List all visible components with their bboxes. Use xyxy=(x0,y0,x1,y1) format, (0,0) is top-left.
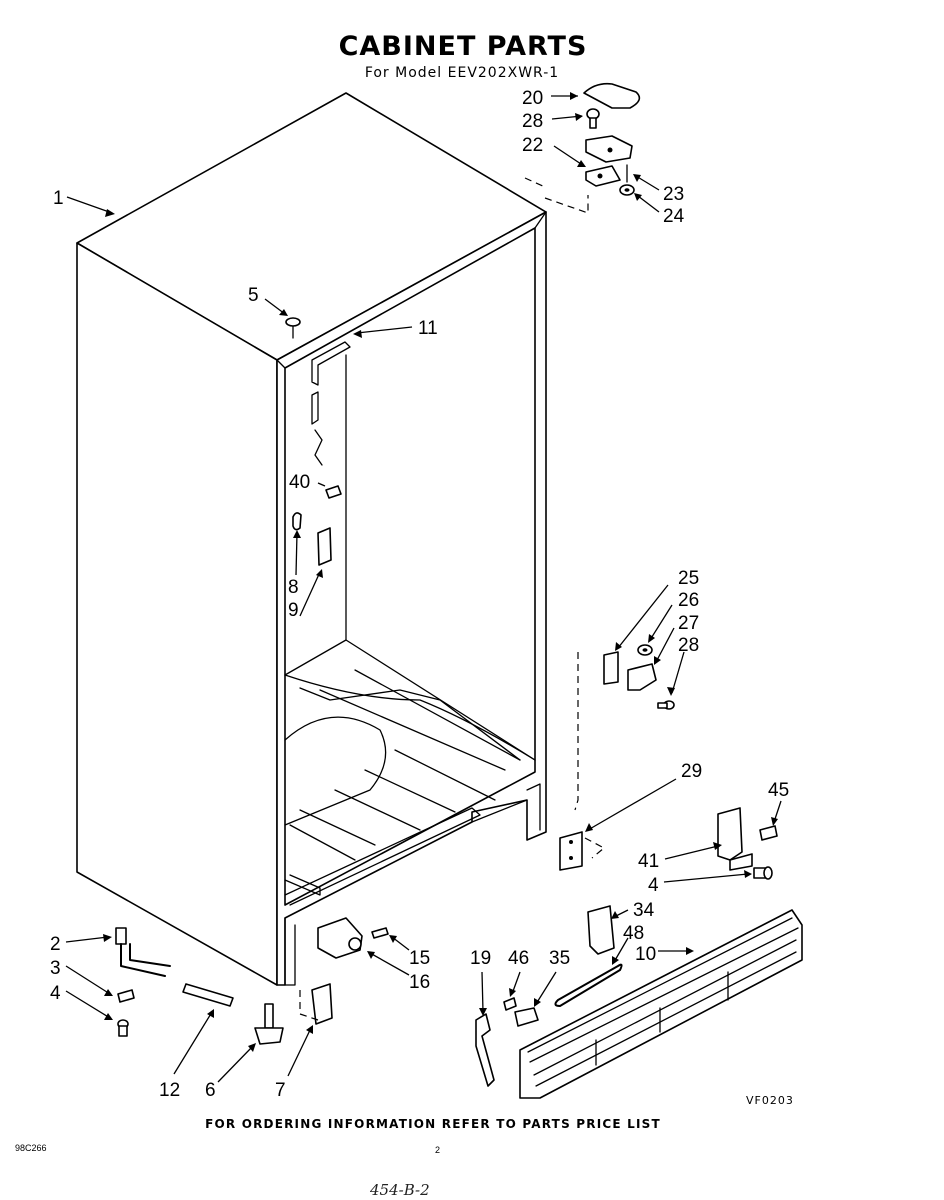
part-9-bracket xyxy=(317,527,332,566)
part-40-screw xyxy=(325,485,342,499)
part-28-lower-screw xyxy=(657,700,675,710)
part-28-screw xyxy=(586,108,600,129)
callout-3: 3 xyxy=(50,958,61,979)
part-34-clip xyxy=(587,905,615,955)
part-7-bracket xyxy=(311,983,333,1025)
callout-5: 5 xyxy=(248,285,259,306)
callout-9: 9 xyxy=(288,600,299,621)
plate-alignment-line xyxy=(584,837,606,859)
leader-lines xyxy=(65,92,782,1083)
callout-35: 35 xyxy=(549,948,570,969)
document-number: 98C266 xyxy=(15,1143,47,1153)
part-46-screw xyxy=(503,997,517,1011)
callout-15: 15 xyxy=(409,948,430,969)
callout-12: 12 xyxy=(159,1080,180,1101)
part-23-24-washer xyxy=(619,164,635,196)
model-subtitle: For Model EEV202XWR-1 xyxy=(365,65,559,81)
part-15-screw xyxy=(371,927,389,939)
handwritten-note: 454-B-2 xyxy=(369,1181,430,1199)
callout-26: 26 xyxy=(678,590,699,611)
lower-hinge-alignment-line xyxy=(574,652,579,811)
callout-28-top: 28 xyxy=(522,111,543,132)
callout-7: 7 xyxy=(275,1080,286,1101)
callout-45: 45 xyxy=(768,780,789,801)
cabinet-body xyxy=(76,92,547,986)
callout-40: 40 xyxy=(289,472,310,493)
callout-41: 41 xyxy=(638,851,659,872)
part-16-roller-bracket xyxy=(317,917,363,959)
callout-10: 10 xyxy=(635,944,656,965)
callout-48: 48 xyxy=(623,923,644,944)
callout-28-lower: 28 xyxy=(678,635,699,656)
callout-46: 46 xyxy=(508,948,529,969)
callout-2: 2 xyxy=(50,934,61,955)
callout-20: 20 xyxy=(522,88,543,109)
part-20-hinge-cover xyxy=(583,82,641,109)
callout-34: 34 xyxy=(633,900,655,921)
part-12-rod xyxy=(182,983,234,1007)
callout-22: 22 xyxy=(522,135,543,156)
callout-8: 8 xyxy=(288,577,299,598)
callout-19: 19 xyxy=(470,948,491,969)
callout-1: 1 xyxy=(53,188,64,209)
hinge-alignment-line xyxy=(524,177,589,214)
callout-4-left: 4 xyxy=(50,983,61,1004)
part-2-drain-tube xyxy=(115,927,171,977)
part-6-leveling-leg xyxy=(254,1003,284,1045)
callout-6: 6 xyxy=(205,1080,216,1101)
callout-23: 23 xyxy=(663,184,684,205)
callout-27: 27 xyxy=(678,613,699,634)
part-4-screw-right xyxy=(753,866,773,880)
ordering-note: FOR ORDERING INFORMATION REFER TO PARTS … xyxy=(205,1117,661,1131)
part-5-plug xyxy=(285,317,301,339)
part-41-bracket xyxy=(717,807,753,871)
page-title: CABINET PARTS xyxy=(339,31,588,62)
callout-24: 24 xyxy=(663,206,685,227)
part-3-clip xyxy=(117,989,135,1003)
callout-4-right: 4 xyxy=(648,875,659,896)
callout-16: 16 xyxy=(409,972,430,993)
diagram-code: VF0203 xyxy=(746,1094,794,1107)
part-29-plate xyxy=(559,831,583,871)
part-48-wire xyxy=(554,963,623,1007)
bracket-alignment-line xyxy=(299,990,319,1021)
callout-29: 29 xyxy=(681,761,702,782)
part-35-pad xyxy=(514,1007,539,1027)
part-4-screw-left xyxy=(117,1019,129,1037)
callout-11: 11 xyxy=(418,318,438,339)
part-8-clip xyxy=(292,512,302,531)
part-45-clip xyxy=(759,825,778,841)
callout-25: 25 xyxy=(678,568,699,589)
part-19-bracket xyxy=(475,1013,495,1087)
part-22-top-hinge xyxy=(585,135,633,187)
part-25-27-lower-hinge xyxy=(603,644,657,691)
callout-labels: 20 28 22 23 24 1 5 11 40 8 9 25 26 27 28… xyxy=(50,88,789,1101)
page-number: 2 xyxy=(435,1145,440,1155)
part-10-base-grille xyxy=(519,909,803,1099)
